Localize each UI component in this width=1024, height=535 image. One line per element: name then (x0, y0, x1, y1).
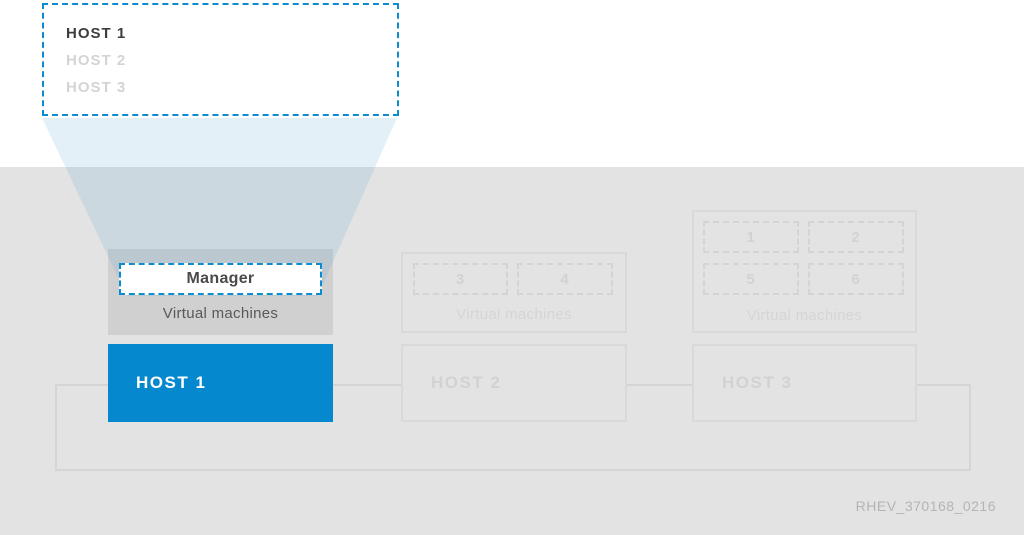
host3-box: HOST 3 (692, 344, 917, 422)
vm-box-3: 3 (413, 263, 508, 295)
host1-vm-panel-label: Virtual machines (162, 305, 279, 322)
vm-box-1: 1 (703, 221, 799, 253)
figure-id-watermark: RHEV_370168_0216 (855, 498, 996, 514)
manager-vm-box: Manager (119, 263, 322, 295)
host3-vm-panel-label: Virtual machines (746, 307, 863, 324)
callout-host3-label: HOST 3 (66, 79, 127, 96)
host2-vm-panel-label: Virtual machines (456, 306, 572, 323)
host3-vm-panel: Virtual machines (692, 210, 917, 333)
vm-box-6: 6 (808, 263, 904, 295)
vm-box-2: 2 (808, 221, 904, 253)
host-list-callout: HOST 1 HOST 2 HOST 3 (42, 3, 399, 116)
callout-host1-label: HOST 1 (66, 25, 127, 42)
host2-vm-panel: Virtual machines (401, 252, 627, 333)
host1-box: HOST 1 (108, 344, 333, 422)
callout-host2-label: HOST 2 (66, 52, 127, 69)
host2-box: HOST 2 (401, 344, 627, 422)
vm-box-5: 5 (703, 263, 799, 295)
vm-box-4: 4 (517, 263, 613, 295)
